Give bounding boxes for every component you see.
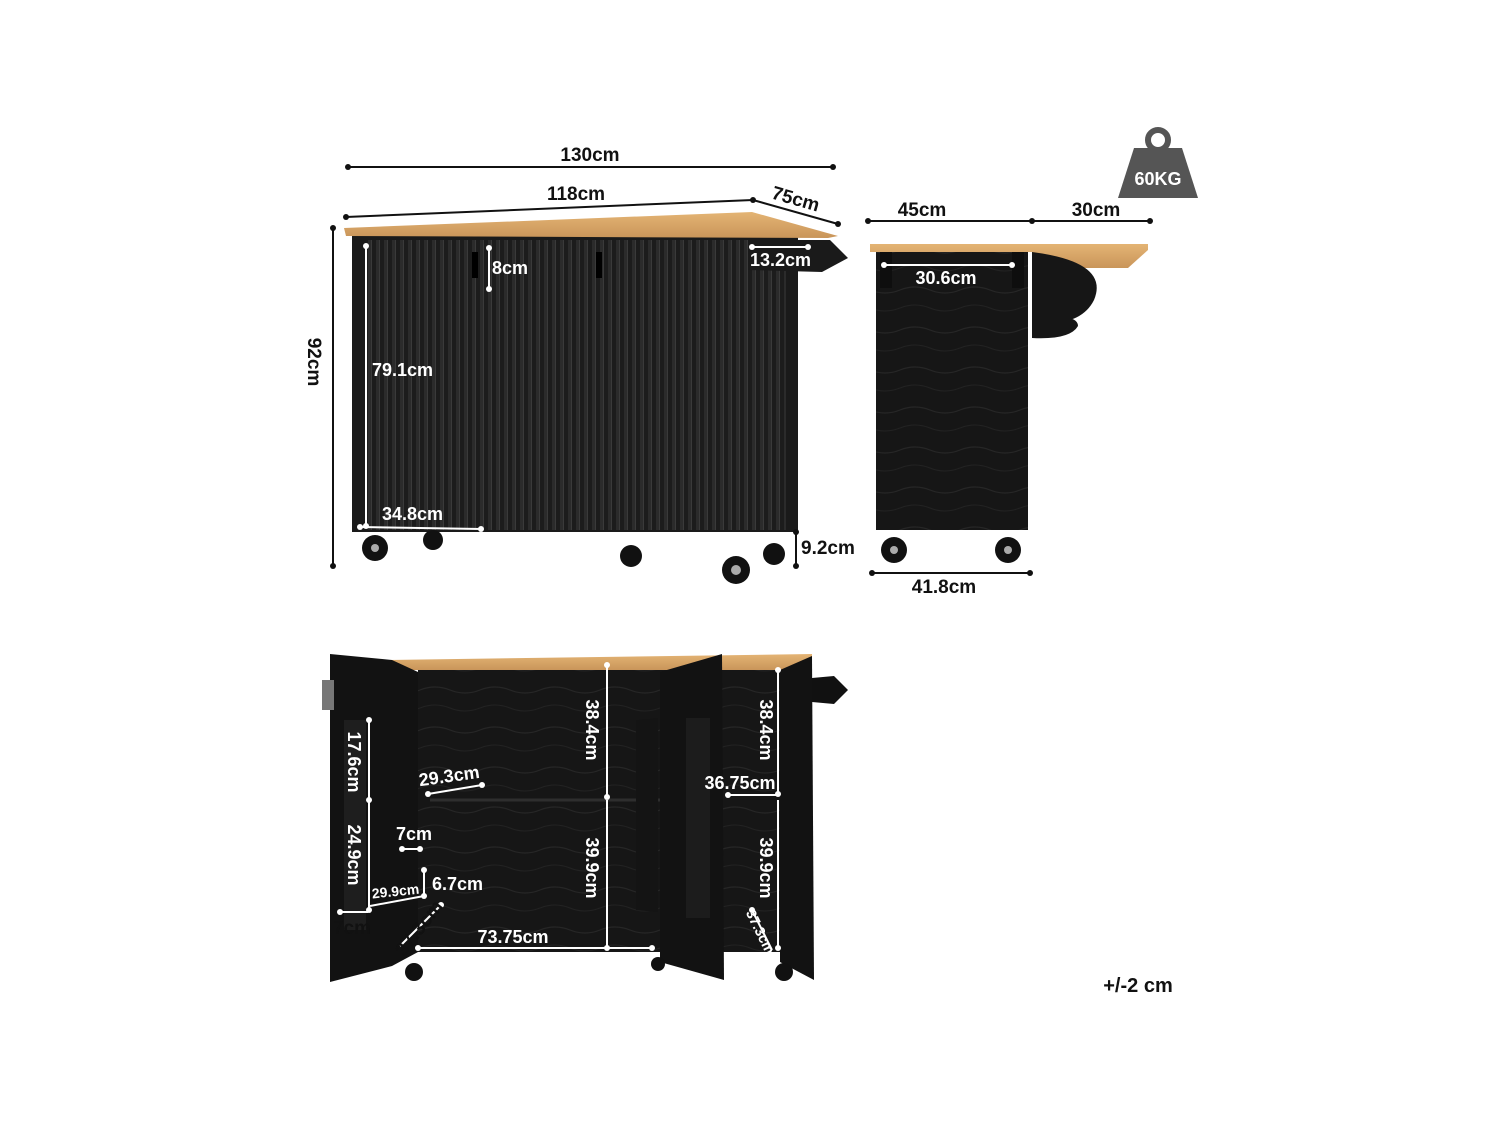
door-shelf-lower-label: 24.9cm <box>344 824 364 885</box>
towel-rack-label: 30.6cm <box>915 268 976 288</box>
base-depth-label: 45cm <box>898 200 947 221</box>
rack-depth-b-label: 7cm <box>333 918 371 939</box>
tolerance-note: +/-2 cm <box>1103 975 1172 997</box>
left-interior-height-label: 38.4cm <box>582 699 602 760</box>
rack-width-small-label: 29.9cm <box>371 881 420 902</box>
right-door <box>780 656 814 980</box>
right-lower-height-label: 39.9cm <box>756 837 776 898</box>
overall-width-label: 130cm <box>560 145 619 166</box>
bottom-depth-label: 41.8cm <box>912 577 976 598</box>
countertop <box>344 212 838 238</box>
side-view: 45cm 30cm 30.6cm 41.8cm <box>865 200 1153 598</box>
caster-height-label: 9.2cm <box>801 538 855 559</box>
fluted-doors <box>366 240 786 530</box>
height-label: 92cm <box>303 338 324 387</box>
cabinet-height-label: 79.1cm <box>372 360 433 380</box>
door-width-label: 34.8cm <box>382 504 443 524</box>
drop-leaf-label: 30cm <box>1072 200 1121 221</box>
open-countertop <box>388 654 812 670</box>
handle-length-label: 8cm <box>492 258 528 278</box>
side-panel <box>876 252 1028 530</box>
towel-bar-label: 13.2cm <box>750 250 811 270</box>
left-lower-height-label: 39.9cm <box>582 837 602 898</box>
front-view: 130cm 118cm 75cm 92cm 8cm 13.2cm 79.1cm … <box>303 145 855 584</box>
interior-width-label: 73.75cm <box>477 927 548 947</box>
right-shelf-width-label: 36.75cm <box>704 773 775 793</box>
side-countertop <box>870 244 1148 268</box>
open-view: 38.4cm 39.9cm 38.4cm 39.9cm 36.75cm 73.7… <box>322 654 848 982</box>
rack-height-small-label: 6.7cm <box>432 874 483 894</box>
weight-label: 60KG <box>1134 169 1181 189</box>
center-door-left <box>636 718 658 912</box>
weight-icon <box>1118 127 1198 198</box>
right-interior-height-label: 38.4cm <box>756 699 776 760</box>
rack-depth-a-label: 7cm <box>396 824 432 844</box>
top-width-label: 118cm <box>547 184 605 205</box>
door-shelf-upper-label: 17.6cm <box>344 731 364 792</box>
